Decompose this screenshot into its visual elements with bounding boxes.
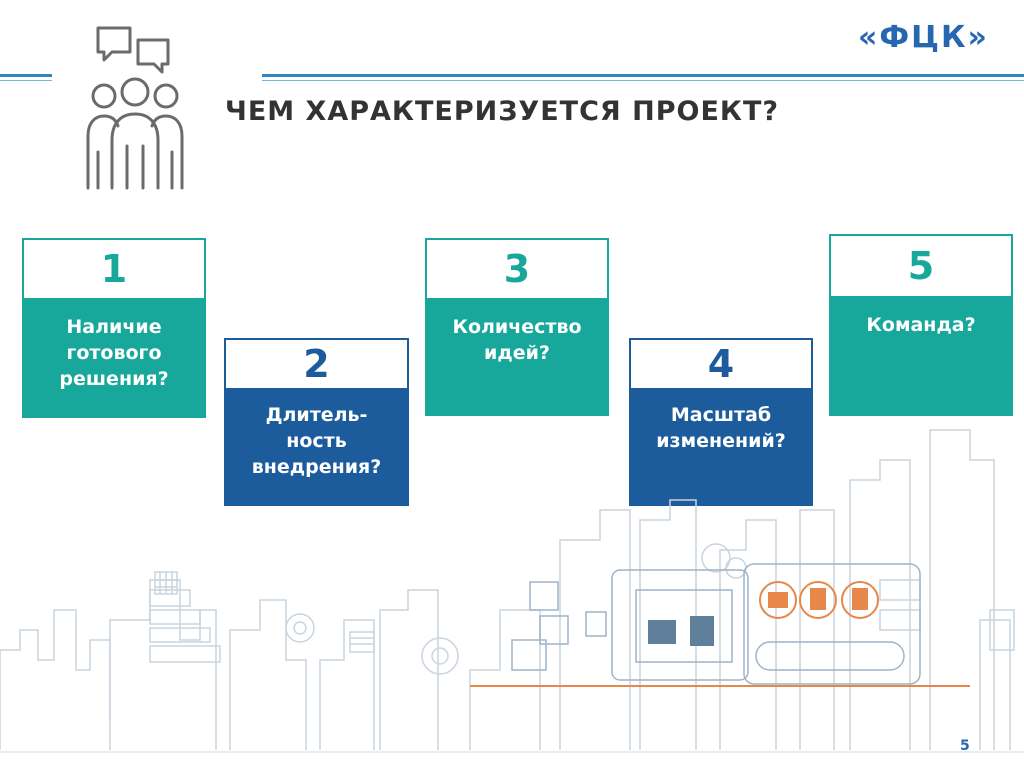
- card-5-text: Команда?: [829, 296, 1013, 416]
- logo-text: «ФЦК»: [858, 20, 989, 56]
- card-4: 4 Масштаб изменений?: [629, 338, 813, 506]
- card-1-text: Наличие готового решения?: [22, 298, 206, 418]
- header-line-left-thin: [0, 80, 52, 81]
- card-1: 1 Наличие готового решения?: [22, 238, 206, 418]
- card-3-number: 3: [425, 238, 609, 298]
- logo-text-right: ЦК»: [911, 20, 989, 55]
- card-4-number: 4: [629, 338, 813, 388]
- header-line-left: [0, 74, 52, 77]
- card-4-text: Масштаб изменений?: [629, 388, 813, 506]
- logo-text-left: «Ф: [858, 20, 912, 55]
- company-logo: «ФЦК»: [858, 20, 998, 56]
- people-discussion-icon: [86, 26, 184, 190]
- header-line-right: [262, 74, 1024, 77]
- card-2: 2 Длитель- ность внедрения?: [224, 338, 409, 506]
- page-number: 5: [960, 738, 970, 754]
- card-5-number: 5: [829, 234, 1013, 296]
- card-1-number: 1: [22, 238, 206, 298]
- card-3-text: Количество идей?: [425, 298, 609, 416]
- header-line-right-thin: [262, 80, 1024, 81]
- card-3: 3 Количество идей?: [425, 238, 609, 416]
- card-2-number: 2: [224, 338, 409, 388]
- card-5: 5 Команда?: [829, 234, 1013, 416]
- city-illustration: [0, 429, 1024, 753]
- card-2-text: Длитель- ность внедрения?: [224, 388, 409, 506]
- page-title: ЧЕМ ХАРАКТЕРИЗУЕТСЯ ПРОЕКТ?: [225, 96, 780, 127]
